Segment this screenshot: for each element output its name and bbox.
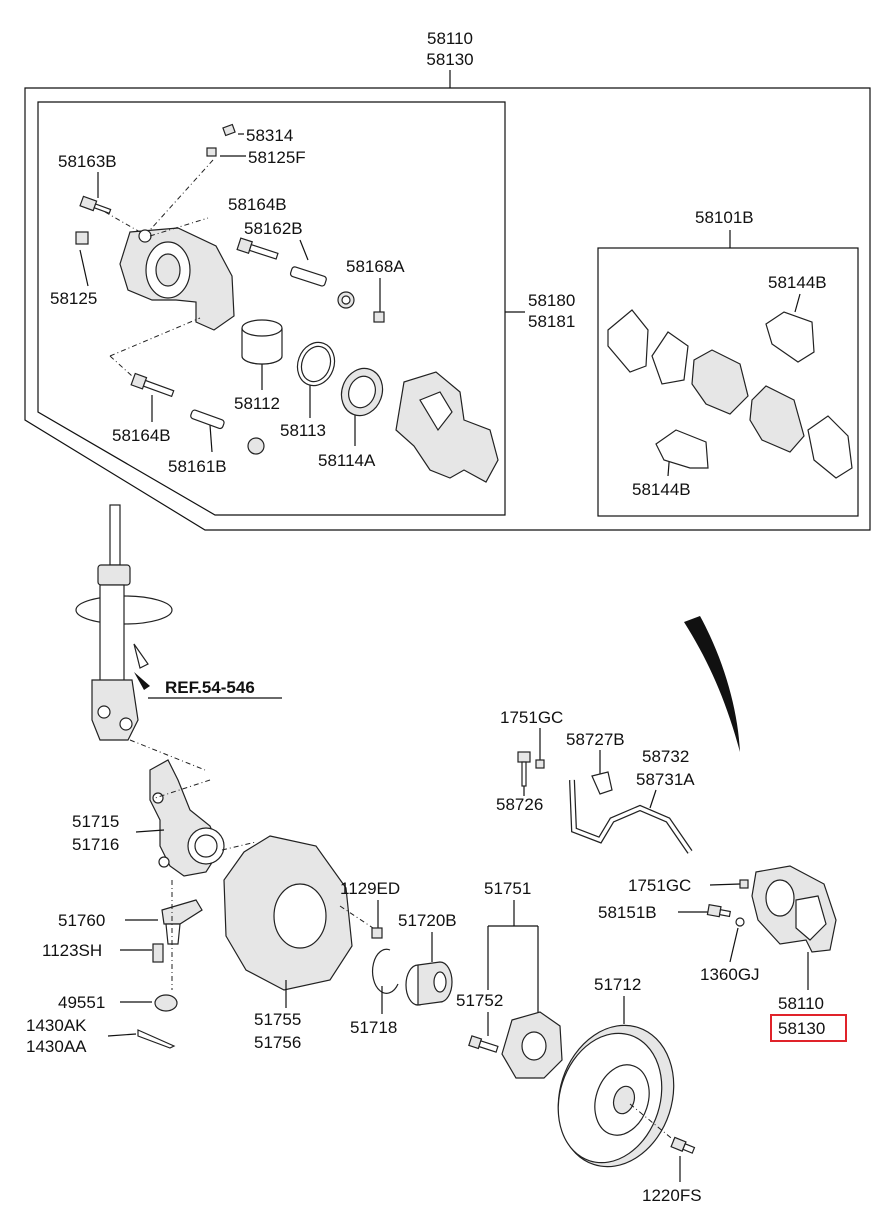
label-1360GJ: 1360GJ (700, 965, 760, 984)
hose-group: 1751GC 58727B 58732 58731A 58726 1751GC (496, 708, 749, 895)
strut-assembly: REF.54-546 (75, 504, 282, 771)
label-1430AK: 1430AK (26, 1016, 87, 1035)
bearing-group: 1129ED 51718 51720B (340, 879, 457, 1037)
ball-joint: 51760 1123SH 49551 1430AK 1430AA (26, 880, 203, 1056)
label-58164B-top: 58164B (228, 195, 287, 214)
label-58151B: 58151B (598, 903, 657, 922)
label-1129ED: 1129ED (340, 879, 400, 898)
label-1751GC-bot: 1751GC (628, 876, 691, 895)
label-58113: 58113 (280, 421, 326, 440)
label-51718: 51718 (350, 1018, 397, 1037)
assembly-label-2: 58130 (426, 50, 473, 69)
label-58180: 58180 (528, 291, 575, 310)
label-58731A: 58731A (636, 770, 695, 789)
label-58181: 58181 (528, 312, 575, 331)
hub-group: 51751 51752 (456, 879, 563, 1079)
label-49551: 49551 (58, 993, 105, 1012)
label-51716: 51716 (72, 835, 119, 854)
ref-label: REF.54-546 (165, 678, 255, 697)
label-58163B: 58163B (58, 152, 117, 171)
label-51756: 51756 (254, 1033, 301, 1052)
label-58161B: 58161B (168, 457, 227, 476)
label-58732: 58732 (642, 747, 689, 766)
label-51751: 51751 (484, 879, 531, 898)
dust-shield: 51755 51756 (221, 835, 377, 1052)
label-51712: 51712 (594, 975, 641, 994)
label-1220FS: 1220FS (642, 1186, 702, 1205)
label-51752: 51752 (456, 991, 503, 1010)
label-51760: 51760 (58, 911, 105, 930)
label-51720B: 51720B (398, 911, 457, 930)
rotor-group: 51712 1220FS (557, 975, 702, 1205)
label-58164B-bot: 58164B (112, 426, 171, 445)
label-58144B-bot: 58144B (632, 480, 691, 499)
caliper-kit-labels: 58314 58125F 58163B 58164B 58162B 58168A… (50, 126, 575, 476)
highlight-box[interactable] (770, 1014, 847, 1042)
label-51755: 51755 (254, 1010, 301, 1029)
label-58162B: 58162B (244, 219, 303, 238)
caliper-kit-parts (75, 123, 499, 483)
assembly-label-1: 58110 (427, 29, 473, 48)
label-58130-bot[interactable]: 58130 (778, 1019, 825, 1038)
label-58314: 58314 (246, 126, 293, 145)
label-58114A: 58114A (318, 451, 376, 470)
label-58168A: 58168A (346, 257, 405, 276)
knuckle: 51715 51716 (72, 759, 225, 877)
label-58125F: 58125F (248, 148, 306, 167)
pad-kit: 58101B 58144B 58144B (607, 208, 853, 499)
label-58125: 58125 (50, 289, 97, 308)
label-58112: 58112 (234, 394, 280, 413)
label-1751GC-top: 1751GC (500, 708, 563, 727)
assembly-frame: 58110 58130 (24, 29, 871, 531)
label-51715: 51715 (72, 812, 119, 831)
label-58726: 58726 (496, 795, 543, 814)
label-1430AA: 1430AA (26, 1037, 87, 1056)
direction-arrow (684, 616, 740, 752)
label-58110-bot: 58110 (778, 994, 824, 1013)
label-58101B: 58101B (695, 208, 754, 227)
label-1123SH: 1123SH (42, 941, 102, 960)
label-58727B: 58727B (566, 730, 625, 749)
label-58144B-top: 58144B (768, 273, 827, 292)
caliper-assembly: 58151B 1360GJ 58110 58130 (598, 865, 847, 1042)
